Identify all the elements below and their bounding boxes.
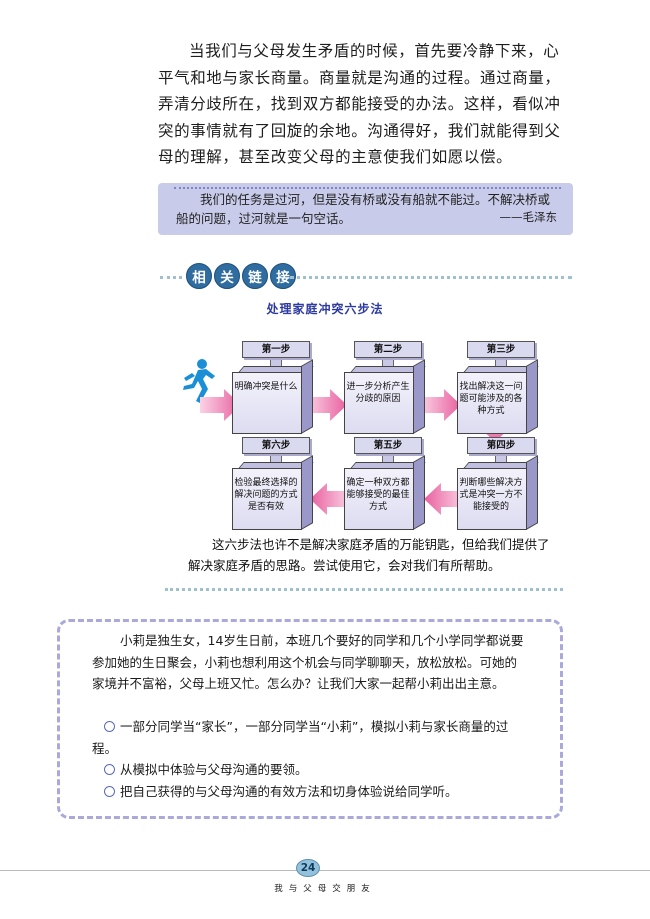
list-item: 从模拟中体验与父母沟通的要领。 — [92, 759, 532, 781]
step-text: 判断哪些解决方式是冲突一方不能接受的 — [459, 478, 523, 512]
step-text: 明确冲突是什么 — [234, 382, 298, 392]
step-text: 确定一种双方都能够接受的最佳方式 — [346, 478, 410, 512]
step-tag: 第一步 — [242, 341, 310, 358]
step-tag: 第五步 — [354, 437, 422, 454]
diagram-note: 这六步法也许不是解决家庭矛盾的万能钥匙，但给我们提供了解决家庭矛盾的思路。尝试使… — [188, 537, 550, 573]
diagram-title: 处理家庭冲突六步法 — [266, 302, 384, 316]
step-text: 进一步分析产生分歧的原因 — [346, 382, 410, 404]
task-text: 一部分同学当“家长”，一部分同学当“小莉”，模拟小莉与家长商量的过程。 — [92, 719, 509, 756]
arrow-left-icon — [424, 483, 465, 515]
step-tag: 第四步 — [467, 437, 535, 454]
quote-box: 我们的任务是过河，但是没有桥或没有船就不能过。不解决桥或船的问题，过河就是一句空… — [158, 183, 573, 235]
dotted-line-left — [160, 276, 182, 279]
arrow-right-icon — [200, 389, 241, 421]
quote-dotted-line — [174, 187, 561, 189]
step-tag: 第三步 — [467, 341, 535, 358]
list-item: 把自己获得的与父母沟通的有效方法和切身体验说给同学听。 — [92, 781, 532, 803]
step-3: 第三步 找出解决这一问题可能涉及的各种方式 — [457, 341, 547, 445]
step-tag: 第六步 — [242, 437, 310, 454]
case-study-box: 小莉是独生女，14岁生日前，本班几个要好的同学和几个小学同学都说要参加她的生日聚… — [57, 619, 563, 819]
footer-rule — [0, 870, 650, 871]
badge-char: 关 — [214, 263, 240, 289]
step-2: 第二步 进一步分析产生分歧的原因 — [344, 341, 434, 445]
step-text: 检验最终选择的解决问题的方式是否有效 — [234, 478, 298, 512]
quote-author: ——毛泽东 — [499, 210, 558, 224]
task-text: 把自己获得的与父母沟通的有效方法和切身体验说给同学听。 — [120, 783, 458, 799]
intro-paragraph: 当我们与父母发生矛盾的时候，首先要冷静下来，心平气和地与家长商量。商量就是沟通的… — [158, 42, 561, 166]
arrow-left-icon — [310, 483, 351, 515]
step-4: 第四步 判断哪些解决方式是冲突一方不能接受的 — [457, 437, 547, 541]
quote-text: 我们的任务是过河，但是没有桥或没有船就不能过。不解决桥或船的问题，过河就是一句空… — [176, 192, 551, 226]
circle-bullet-icon — [104, 785, 115, 797]
list-item: 一部分同学当“家长”，一部分同学当“小莉”，模拟小莉与家长商量的过程。 — [92, 716, 532, 759]
section-end-dotted-line — [165, 588, 563, 591]
task-list: 一部分同学当“家长”，一部分同学当“小莉”，模拟小莉与家长商量的过程。 从模拟中… — [92, 716, 532, 802]
step-1: 第一步 明确冲突是什么 — [232, 341, 322, 445]
badge-char: 链 — [242, 263, 268, 289]
running-person-icon — [183, 359, 215, 403]
step-tag: 第二步 — [354, 341, 422, 358]
arrow-right-icon — [420, 389, 461, 421]
related-links-badges: 相 关 链 接 — [186, 263, 296, 289]
circle-bullet-icon — [104, 764, 115, 775]
badge-char: 相 — [186, 263, 212, 289]
page-number: 24 — [296, 859, 320, 877]
related-links-header: 相 关 链 接 — [160, 263, 572, 291]
step-text: 找出解决这一问题可能涉及的各种方式 — [459, 382, 523, 416]
case-paragraph: 小莉是独生女，14岁生日前，本班几个要好的同学和几个小学同学都说要参加她的生日聚… — [92, 633, 524, 691]
step-5: 第五步 确定一种双方都能够接受的最佳方式 — [344, 437, 434, 541]
arrow-right-icon — [306, 389, 347, 421]
dotted-line-right — [290, 276, 572, 279]
task-text: 从模拟中体验与父母沟通的要领。 — [120, 762, 308, 777]
running-title: 我与父母交朋友 — [274, 884, 376, 894]
circle-bullet-icon — [104, 721, 115, 732]
step-6: 第六步 检验最终选择的解决问题的方式是否有效 — [232, 437, 322, 541]
